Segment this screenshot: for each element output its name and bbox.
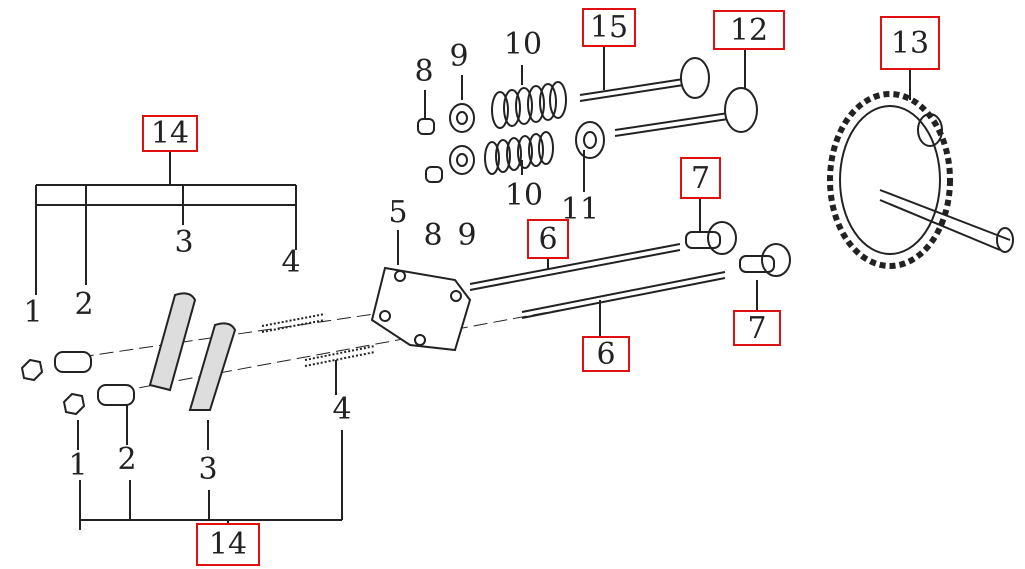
callout-13: 13: [880, 16, 940, 70]
label-9-top: 9: [449, 39, 469, 74]
label-2-bottom: 2: [117, 442, 137, 477]
label-8-bottom: 8: [423, 218, 443, 253]
bracket-bottom: [79, 430, 343, 530]
label-3-bottom: 3: [198, 452, 218, 487]
camshaft-gear: [827, 91, 1014, 269]
label-4-top: 4: [281, 245, 301, 280]
pushrod-top: [469, 243, 681, 291]
valve-15: [579, 77, 691, 102]
callout-14-bottom: 14: [196, 523, 260, 566]
label-10-top: 10: [503, 27, 543, 62]
label-9-bottom: 9: [457, 218, 477, 253]
label-1-bottom: 1: [68, 448, 88, 483]
callout-14-top: 14: [142, 115, 198, 152]
label-1-top: 1: [23, 295, 43, 330]
spring-bottom: [484, 131, 554, 175]
callout-7-top: 7: [680, 157, 721, 199]
callout-6-top: 6: [527, 219, 569, 259]
label-2-top: 2: [74, 287, 94, 322]
rocker-top: [148, 292, 197, 392]
valve-12: [614, 111, 736, 137]
label-10-bottom: 10: [504, 178, 544, 213]
label-3-top: 3: [174, 225, 194, 260]
callout-12: 12: [713, 10, 785, 50]
spring-top: [491, 81, 567, 129]
callout-7-bottom: 7: [733, 310, 781, 346]
label-8-top: 8: [414, 54, 434, 89]
label-4-bottom: 4: [332, 392, 352, 427]
callout-6-bottom: 6: [582, 336, 630, 372]
callout-15: 15: [582, 8, 636, 47]
bracket-top: [35, 152, 297, 295]
guide-plate: [370, 266, 472, 352]
rocker-bottom: [188, 322, 237, 411]
pushrod-bottom: [521, 271, 726, 319]
label-5: 5: [388, 195, 408, 230]
